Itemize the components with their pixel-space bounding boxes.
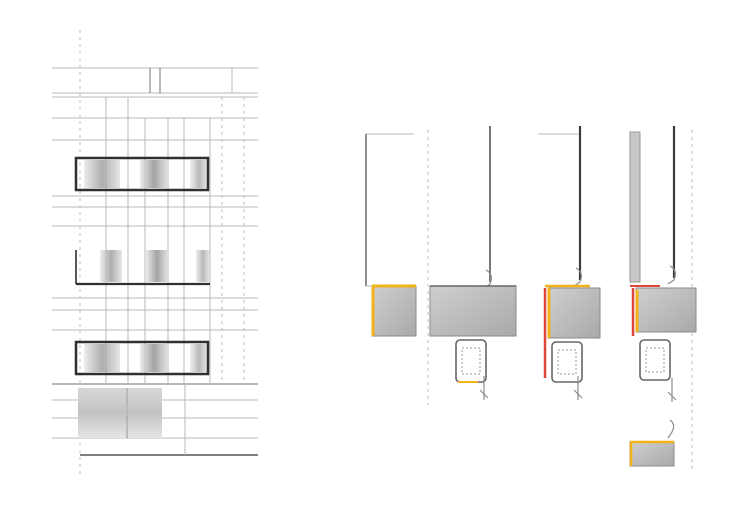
lower-slab bbox=[629, 441, 675, 467]
section-detail-1 bbox=[365, 130, 429, 405]
window-frame bbox=[639, 339, 671, 381]
window-frame bbox=[551, 341, 583, 383]
concrete-slab bbox=[635, 287, 697, 333]
concrete-slab bbox=[429, 285, 517, 337]
balcony-level-1 bbox=[74, 156, 210, 192]
roof-band bbox=[52, 67, 258, 94]
building-elevation bbox=[52, 30, 258, 478]
balcony-level-2 bbox=[75, 250, 210, 286]
balcony-level-3 bbox=[74, 340, 210, 376]
entrance-panels bbox=[78, 384, 186, 455]
section-detail-2 bbox=[429, 126, 517, 400]
window-frame bbox=[455, 339, 487, 383]
concrete-slab bbox=[371, 285, 417, 337]
section-detail-3 bbox=[538, 126, 601, 400]
section-detail-4 bbox=[629, 126, 697, 470]
concrete-slab bbox=[547, 287, 601, 339]
